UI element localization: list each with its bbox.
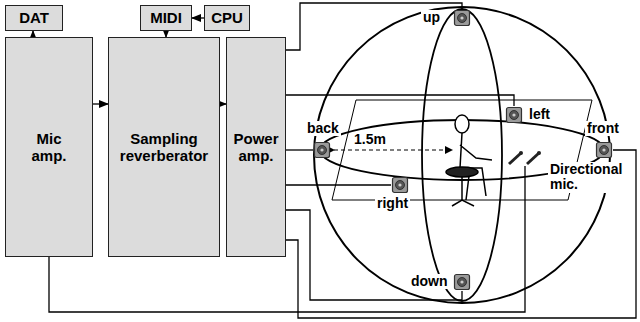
loudspeaker: down — [453, 273, 471, 291]
signal-wire — [286, 150, 636, 318]
interface-box: MIDI — [140, 5, 192, 31]
box-label: Mic amp. — [24, 130, 74, 165]
loudspeaker: back — [313, 141, 331, 159]
computer-box: CPU — [204, 5, 250, 31]
box-label: DAT — [19, 9, 49, 26]
loudspeaker: up — [453, 9, 471, 27]
amplifier-box: Mic amp. — [5, 37, 93, 257]
amplifier-box: Power amp. — [226, 37, 286, 257]
dimension-label: 1.5m — [352, 132, 388, 147]
part-label: front — [585, 121, 621, 136]
part-label: Directional mic. — [548, 162, 632, 193]
signal-wire — [286, 149, 313, 150]
box-label: CPU — [211, 9, 243, 26]
signal-wire — [286, 95, 514, 106]
loudspeaker: left — [505, 106, 523, 124]
signal-wire — [286, 210, 462, 300]
part-label: down — [409, 274, 450, 289]
record-box: DAT — [5, 5, 63, 31]
signal-arrow — [93, 103, 108, 104]
signal-arrow — [192, 17, 204, 18]
dimension-line — [334, 150, 452, 151]
speaker-icon — [453, 273, 471, 291]
speaker-icon — [595, 141, 613, 159]
sphere-outline — [314, 7, 610, 303]
listener-figure — [446, 115, 492, 206]
mic-icon — [505, 150, 545, 166]
speaker-icon — [453, 9, 471, 27]
meridian-ring — [422, 9, 502, 301]
box-label: MIDI — [150, 9, 182, 26]
part-label: up — [421, 10, 442, 25]
signal-wire — [286, 184, 391, 185]
box-label: Power amp. — [231, 130, 281, 165]
part-label: back — [305, 121, 341, 136]
part-label: left — [527, 107, 552, 122]
microphone: Directional mic. — [505, 150, 545, 166]
signal-wire — [286, 3, 462, 50]
part-label: right — [375, 196, 410, 211]
speaker-icon — [313, 141, 331, 159]
reverberator-box: Sampling reverberator — [108, 37, 220, 257]
loudspeaker: right — [391, 176, 409, 194]
loudspeaker: front — [595, 141, 613, 159]
speaker-icon — [391, 176, 409, 194]
box-label: Sampling reverberator — [109, 130, 219, 165]
speaker-icon — [505, 106, 523, 124]
